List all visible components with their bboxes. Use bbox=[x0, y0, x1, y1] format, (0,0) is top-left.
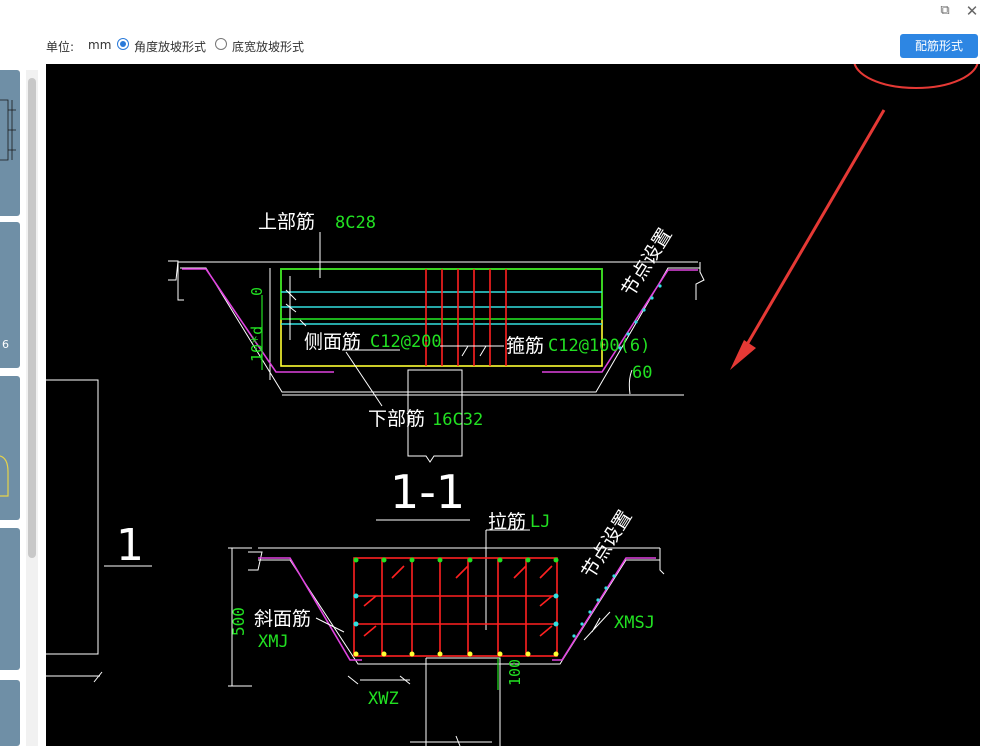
rebar-form-button[interactable]: 配筋形式 bbox=[900, 34, 978, 58]
bottom-rebar-label: 下部筋 bbox=[368, 408, 425, 430]
stirrup-value: C12@100(6) bbox=[548, 336, 650, 356]
upper-rebar-frame bbox=[280, 268, 603, 367]
xwz-label: XWZ bbox=[368, 689, 399, 709]
angle-value: 60 bbox=[632, 363, 652, 383]
radio-angle-slope[interactable] bbox=[117, 38, 129, 50]
slope-rebar-value: XMJ bbox=[258, 632, 289, 652]
red-annotation bbox=[736, 64, 979, 361]
toolbar: 单位: mm 角度放坡形式 底宽放坡形式 bbox=[0, 30, 984, 60]
left-elevation bbox=[46, 379, 152, 683]
side-rebar-value: C12@200 bbox=[370, 332, 442, 352]
dim-500: 500 bbox=[229, 607, 248, 636]
drawing-canvas[interactable]: 上部筋 8C28 侧面筋 C12@200 箍筋 C12@100(6) 下部筋 1… bbox=[46, 64, 980, 746]
thumbnail-label: 6 bbox=[2, 338, 9, 351]
side-rebar-label: 侧面筋 bbox=[304, 331, 361, 353]
lower-section-outline bbox=[228, 529, 665, 746]
stirrup-label: 箍筋 bbox=[506, 335, 544, 357]
thumbnail-sidebar: 6 bbox=[0, 64, 46, 746]
left-section-mark: 1 bbox=[116, 520, 144, 571]
dim-100: 100 bbox=[506, 659, 524, 686]
close-icon[interactable]: ✕ bbox=[965, 2, 979, 20]
sidebar-scrollbar-thumb[interactable] bbox=[28, 78, 36, 558]
slope-rebar-label: 斜面筋 bbox=[254, 608, 311, 630]
dim-10d: 10*d bbox=[248, 326, 266, 362]
thumbnail-item[interactable] bbox=[0, 70, 20, 216]
thumbnail-item[interactable] bbox=[0, 680, 20, 746]
radio-width-slope[interactable] bbox=[215, 38, 227, 50]
annotation-arrowhead bbox=[730, 340, 756, 370]
section-title: 1-1 bbox=[390, 465, 465, 519]
top-rebar-value: 8C28 bbox=[335, 213, 376, 233]
lower-rebar-grid bbox=[353, 557, 558, 657]
restore-icon[interactable]: ⧉ bbox=[940, 3, 950, 18]
tie-label: 拉筋 bbox=[488, 511, 526, 533]
top-rebar-label: 上部筋 bbox=[258, 211, 315, 233]
thumbnail-item[interactable]: 6 bbox=[0, 222, 20, 368]
dim-zero: 0 bbox=[248, 287, 266, 296]
thumbnail-item[interactable] bbox=[0, 376, 20, 520]
xmsj-label: XMSJ bbox=[614, 613, 655, 633]
option-angle-slope-label[interactable]: 角度放坡形式 bbox=[134, 40, 207, 54]
node-setting-lower: 节点设置 bbox=[578, 507, 637, 583]
bottom-rebar-value: 16C32 bbox=[432, 410, 483, 430]
unit-label: 单位: bbox=[46, 40, 75, 54]
upper-section-outline bbox=[168, 260, 705, 463]
node-setting-upper: 节点设置 bbox=[618, 225, 677, 301]
option-width-slope-label[interactable]: 底宽放坡形式 bbox=[232, 40, 305, 54]
thumbnail-item[interactable] bbox=[0, 528, 20, 670]
unit-value: mm bbox=[88, 38, 112, 52]
tie-value: LJ bbox=[530, 512, 550, 532]
